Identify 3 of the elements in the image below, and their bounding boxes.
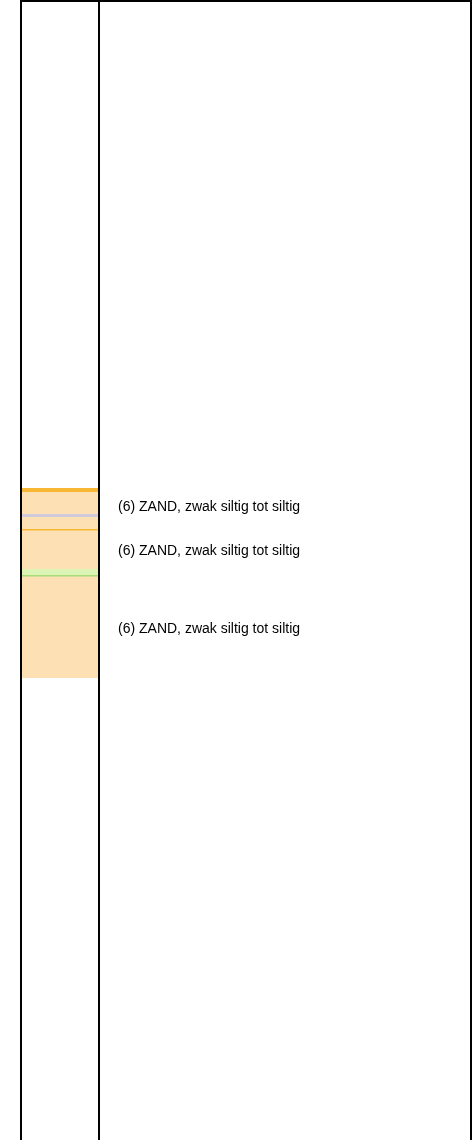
layer-description: (6) ZAND, zwak siltig tot siltig [118,620,301,636]
layer-description: (6) ZAND, zwak siltig tot siltig [118,542,301,558]
layer-description: (6) ZAND, zwak siltig tot siltig [118,498,301,514]
